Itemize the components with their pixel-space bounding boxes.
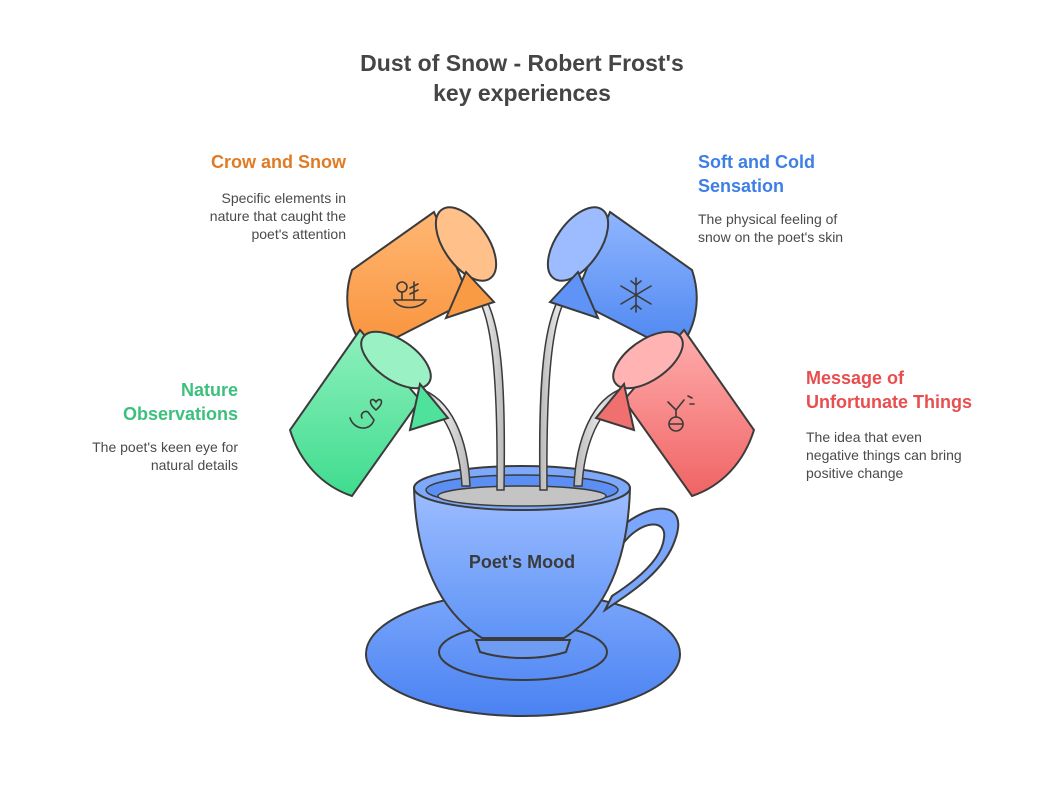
pour-stream-blue [538,275,578,491]
description-line: The idea that even [806,429,922,445]
title-line-2: key experiences [433,80,611,106]
description-soft-and-cold: The physical feeling of snow on the poet… [698,210,918,246]
description-line: nature that caught the [209,208,346,224]
snowflake-icon [620,277,652,313]
cup-body [412,487,632,639]
description-line: negative things can bring [806,447,962,463]
heading-unfortunate-things: Message of Unfortunate Things [806,366,1026,414]
description-line: snow on the poet's skin [698,229,844,245]
heading-line: Message of [806,368,905,388]
cup-base [474,639,572,659]
heading-line: Observations [122,404,238,424]
heading-line: Crow and Snow [211,152,346,172]
heading-line: Unfortunate Things [806,392,972,412]
growth-icon [667,395,695,432]
description-line: positive change [806,465,904,481]
description-line: The physical feeling of [698,211,838,227]
heading-line: Nature [180,380,238,400]
description-line: natural details [150,457,238,473]
jug-unfortunate-things [594,328,756,498]
heading-soft-and-cold: Soft and Cold Sensation [698,150,918,198]
jug-soft-and-cold [546,206,698,354]
description-crow-and-snow: Specific elements in nature that caught … [150,189,346,243]
diagram-title: Dust of Snow - Robert Frost's key experi… [0,48,1044,108]
description-line: The poet's keen eye for [92,439,238,455]
heading-nature-observations: Nature Observations [60,378,238,426]
cup-label: Poet's Mood [468,552,576,572]
description-line: Specific elements in [221,190,346,206]
heading-line: Soft and Cold [698,152,815,172]
bird-heart-icon [349,398,383,429]
description-unfortunate-things: The idea that even negative things can b… [806,428,1026,482]
cup-liquid [437,485,607,507]
description-nature-observations: The poet's keen eye for natural details [60,438,238,474]
heading-crow-and-snow: Crow and Snow [150,150,346,174]
pour-stream-orange [466,275,506,491]
crow-nest-icon [392,281,428,309]
jug-nature-observations [288,328,450,498]
heading-line: Sensation [698,176,785,196]
title-line-1: Dust of Snow - Robert Frost's [360,50,684,76]
jug-crow-and-snow [346,206,498,354]
description-line: poet's attention [251,226,346,242]
